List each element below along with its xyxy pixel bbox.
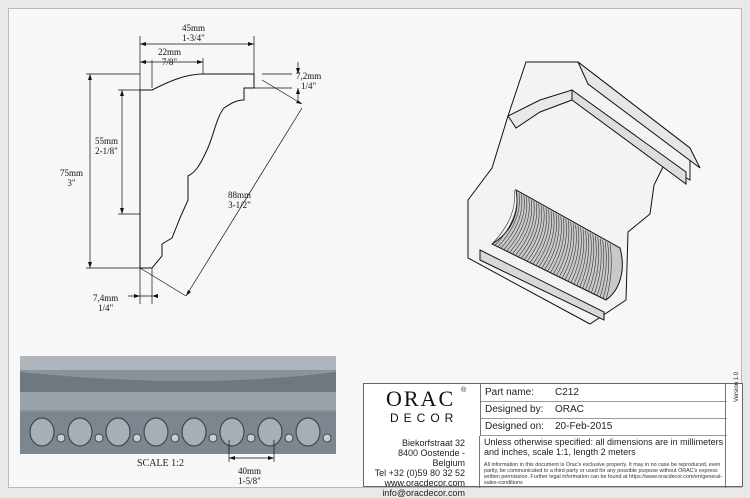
website-link[interactable]: www.oracdecor.com [384,478,465,488]
title-block: ORAC ® DECOR Biekorfstraat 32 8400 Ooste… [363,372,743,498]
designed-on-row: Designed on: 20-Feb-2015 [481,418,727,436]
company-address: Biekorfstraat 32 8400 Oostende - Belgium… [364,436,480,498]
logo-registered: ® [461,387,467,394]
logo-main: ORAC [386,386,456,411]
title-fields: Part name: C212 Designed by: ORAC Design… [481,384,727,436]
email-link[interactable]: info@oracdecor.com [382,488,465,498]
isometric-view [467,61,701,325]
legal-notice: All information in this document is Orac… [484,462,723,486]
designed-by-value: ORAC [555,404,584,415]
designed-on-value: 20-Feb-2015 [555,421,613,432]
isometric-flutes [491,189,612,301]
dimension-notes: Unless otherwise specified: all dimensio… [484,437,724,457]
address-phone: Tel +32 (0)59 80 32 52 [374,468,465,478]
designed-by-row: Designed by: ORAC [481,401,727,419]
egg-and-dart-ornament [29,417,332,447]
version-label: Version 1.0 [725,372,742,488]
elevation-view [20,356,336,462]
address-street: Biekorfstraat 32 [401,438,465,448]
part-name-row: Part name: C212 [481,384,727,402]
orac-decor-logo: ORAC ® DECOR [364,384,481,436]
address-city: 8400 Oostende - Belgium [397,448,465,468]
logo-sub: DECOR [390,411,459,425]
part-name-value: C212 [555,387,579,398]
designed-on-label: Designed on: [485,421,544,432]
version-text: Version 1.0 [734,371,740,402]
profile-section [139,73,255,269]
dimension-lines [86,36,303,304]
scale-label: SCALE 1:2 [137,458,184,469]
dimension-arrows [88,42,302,298]
part-name-label: Part name: [485,387,534,398]
designed-by-label: Designed by: [485,404,544,415]
